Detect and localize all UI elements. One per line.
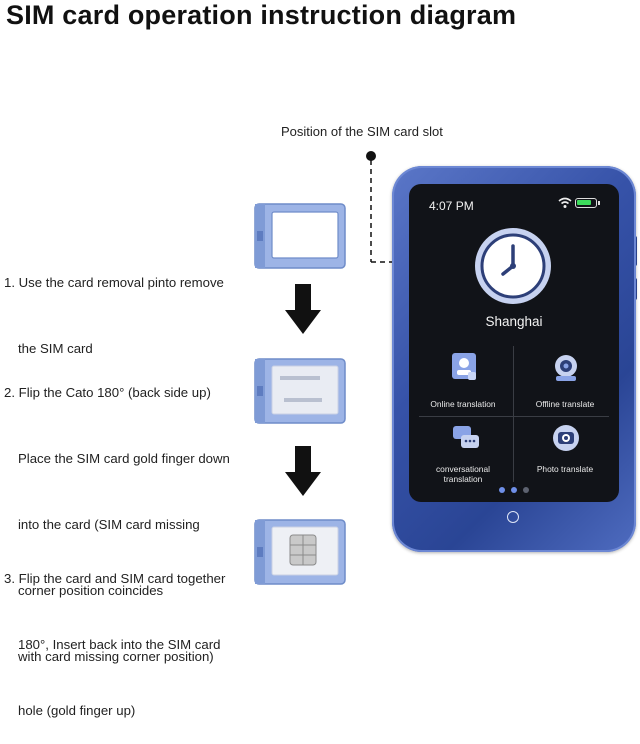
step-1-text: 1. Use the card removal pinto remove the… [4,275,224,356]
wifi-icon [558,197,572,208]
step-2-text: 2. Flip the Cato 180° (back side up) Pla… [4,385,230,664]
sim-tray-empty [254,203,346,269]
down-arrow-icon [285,284,321,334]
offline-translate-icon[interactable] [551,354,581,382]
slot-pointer-line [366,151,392,263]
sim-tray-card-back [254,358,346,424]
status-time: 4:07 PM [429,199,474,213]
app-online-translation[interactable]: Online translation [430,399,496,409]
online-translation-icon[interactable] [450,352,478,382]
translator-device: 4:07 PM Shanghai Online translation [392,166,636,552]
camera-icon[interactable] [551,424,581,452]
down-arrow-icon [285,446,321,496]
device-screen: 4:07 PM Shanghai Online translation [409,184,619,502]
sim-slot-label: Position of the SIM card slot [281,124,443,139]
step-3-text: 3. Flip the card and SIM card together 1… [4,571,226,718]
home-button[interactable] [507,511,519,523]
app-conversational-translation[interactable]: conversational translation [435,464,490,484]
app-photo-translate[interactable]: Photo translate [536,464,594,474]
city-name: Shanghai [485,314,543,329]
sim-tray-card-chip [254,519,346,585]
page-indicator [499,487,529,493]
clock-icon [475,228,551,304]
page-title: SIM card operation instruction diagram [6,0,517,30]
app-offline-translate[interactable]: Offline translate [535,399,595,409]
conversation-icon[interactable] [451,424,481,452]
battery-icon [575,198,600,208]
pointer-dot [366,151,376,161]
